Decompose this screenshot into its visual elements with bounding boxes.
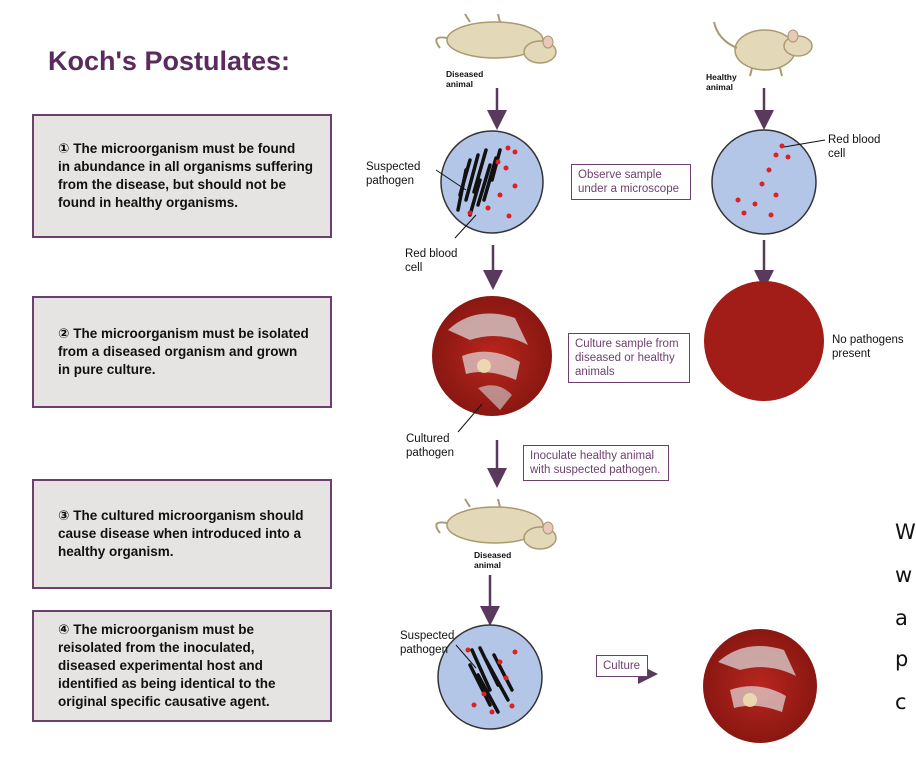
side-text-5: c [895, 690, 907, 714]
postulate-2-line-1: ② The microorganism must be isolated [58, 326, 309, 341]
postulate-3-line-1: ③ The cultured microorganism should [58, 508, 304, 523]
culture-plate-reisolated [703, 629, 817, 743]
postulate-3-box: ③ The cultured microorganism should caus… [32, 479, 332, 589]
reisolated-blood-slide [437, 624, 543, 730]
postulate-4-line-5: original specific causative agent. [58, 694, 270, 709]
postulate-2-line-3: in pure culture. [58, 362, 156, 377]
side-text-3: a [895, 606, 908, 630]
postulate-4-box: ④ The microorganism must be reisolated f… [32, 610, 332, 722]
postulate-1-line-4: found in healthy organisms. [58, 195, 239, 210]
postulate-4-line-3: diseased experimental host and [58, 658, 263, 673]
diseased-blood-slide [435, 130, 544, 239]
postulate-1-line-1: ① The microorganism must be found [58, 141, 296, 156]
postulate-1-box: ① The microorganism must be found in abu… [32, 114, 332, 238]
postulate-4-line-1: ④ The microorganism must be [58, 622, 254, 637]
culture-plate-diseased [432, 296, 552, 433]
culture-plate-healthy [704, 281, 824, 401]
healthy-animal-icon [713, 21, 813, 77]
postulate-2-line-2: from a diseased organism and grown [58, 344, 298, 359]
diseased-animal-2-icon [435, 498, 557, 550]
healthy-blood-slide [711, 129, 826, 235]
postulate-3-line-3: healthy organism. [58, 544, 174, 559]
side-text-4: p [895, 647, 909, 671]
page-title: Koch's Postulates: [48, 46, 290, 76]
side-text-2: w [895, 563, 913, 587]
diseased-animal-1-icon [435, 13, 557, 64]
postulate-4-line-2: reisolated from the inoculated, [58, 640, 255, 655]
culture-note: Culture [596, 655, 648, 677]
postulate-3-line-2: cause disease when introduced into a [58, 526, 302, 541]
postulate-4-line-4: identified as being identical to the [58, 676, 276, 691]
postulate-2-box: ② The microorganism must be isolated fro… [32, 296, 332, 408]
postulate-1-line-2: in abundance in all organisms suffering [58, 159, 314, 174]
side-text-1: W [895, 520, 916, 544]
postulate-1-line-3: from the disease, but should not be [58, 177, 287, 192]
